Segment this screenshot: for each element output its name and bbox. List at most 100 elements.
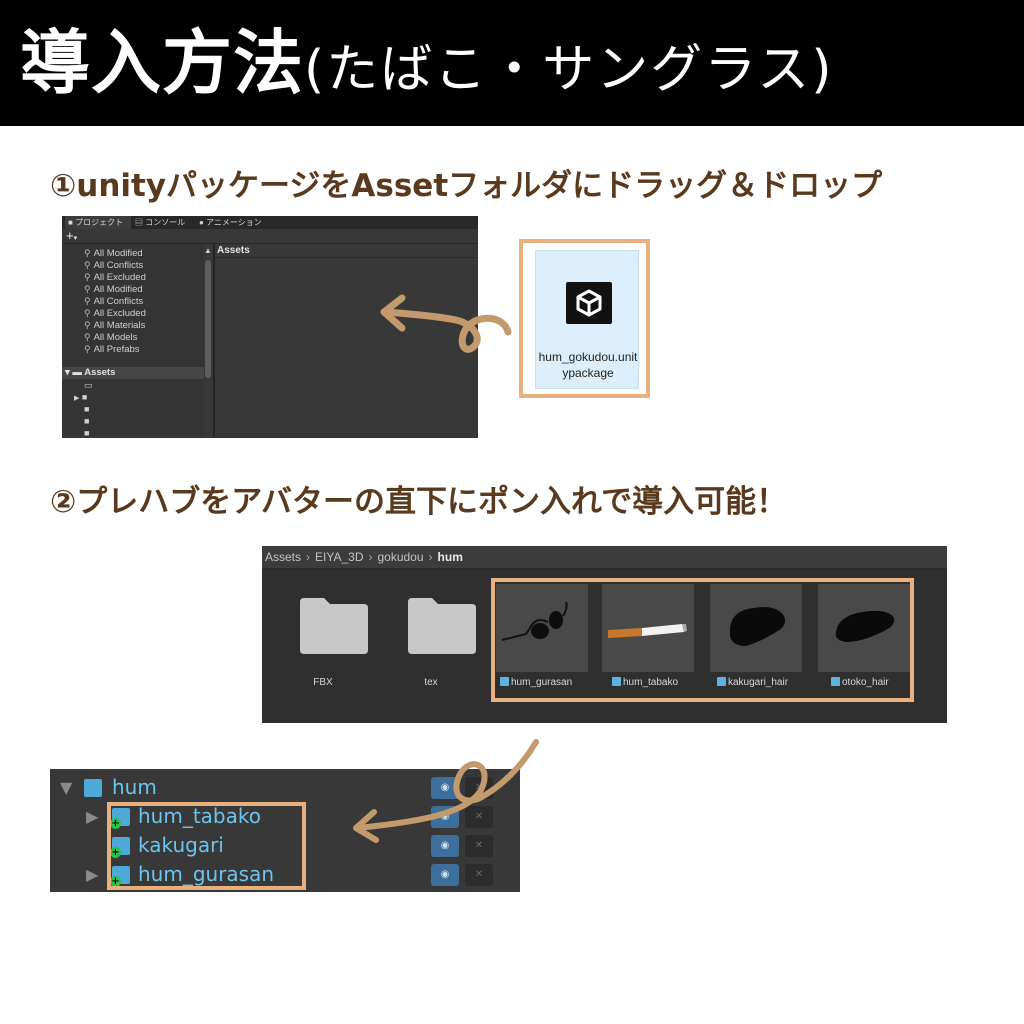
folder-icon[interactable]: ■	[84, 428, 90, 438]
prefab-add-icon: +	[110, 866, 130, 887]
expand-right-icon: ▶	[74, 395, 80, 402]
visibility-toggle[interactable]: ◉	[431, 777, 459, 799]
breadcrumb-hum[interactable]: hum	[437, 550, 463, 564]
breadcrumb-eiya[interactable]: EIYA_3D	[315, 550, 364, 564]
favorite-item[interactable]: ⚲All Modified	[84, 247, 143, 260]
pick-toggle[interactable]: ✕	[465, 864, 493, 886]
breadcrumb-gokudou[interactable]: gokudou	[377, 550, 424, 564]
prefab-label: hum_tabako	[612, 677, 678, 689]
favorite-label: All Excluded	[93, 272, 146, 283]
tab-project[interactable]: ■ プロジェクト	[65, 216, 131, 229]
folder-icon: ■	[81, 392, 88, 402]
chevron-down-icon: ▾	[73, 235, 78, 242]
tab-console[interactable]: ▤ コンソール	[135, 216, 185, 229]
favorite-label: All Models	[93, 332, 138, 343]
hand-icon: ✕	[474, 869, 484, 880]
favorite-item[interactable]: ⚲All Conflicts	[84, 295, 143, 308]
content-header-label: Assets	[217, 245, 250, 256]
prefab-cube-icon	[84, 779, 102, 797]
search-icon: ⚲	[84, 272, 91, 282]
page-title: 導入方法(たばこ・サングラス)	[20, 16, 834, 117]
prefab-otoko-hair[interactable]	[818, 584, 910, 672]
header-banner: 導入方法(たばこ・サングラス)	[0, 0, 1024, 126]
favorite-item[interactable]: ⚲All Excluded	[84, 307, 146, 320]
assets-root-label: Assets	[84, 367, 116, 378]
prefab-cube-icon	[717, 677, 726, 686]
hierarchy-item[interactable]: ▶ + hum_tabako ◉ ✕	[50, 802, 520, 831]
favorite-item[interactable]: ⚲All Modified	[84, 283, 143, 296]
favorite-label: All Prefabs	[93, 344, 140, 355]
folder-open-icon[interactable]: ▭	[84, 380, 93, 390]
unity-logo-icon	[566, 282, 612, 324]
add-button[interactable]: +▾	[66, 229, 77, 246]
folder-fbx[interactable]: FBX	[272, 580, 374, 692]
hierarchy-panel: ▼ hum ◉ ✕ ▶ + hum_tabako ◉ ✕ + kakugari …	[50, 769, 520, 892]
pick-toggle[interactable]: ✕	[465, 806, 493, 828]
eye-icon: ◉	[440, 840, 450, 851]
title-subtitle: (たばこ・サングラス)	[304, 40, 834, 100]
folder-item[interactable]: ▶ ■	[74, 392, 87, 404]
unitypackage-file[interactable]: hum_gokudou.unitypackage	[535, 250, 639, 389]
favorite-label: All Conflicts	[93, 296, 144, 307]
hierarchy-root-label: hum	[112, 775, 157, 799]
hierarchy-item[interactable]: ▶ + hum_gurasan ◉ ✕	[50, 860, 520, 889]
expand-right-icon[interactable]: ▶	[86, 865, 99, 884]
chevron-right-icon: ›	[306, 550, 311, 564]
hand-icon: ✕	[474, 840, 484, 851]
tab-animation[interactable]: ● アニメーション	[199, 216, 262, 229]
expand-down-icon[interactable]: ▼	[60, 778, 73, 797]
step2-heading: ②プレハブをアバターの直下にポン入れで導入可能！	[50, 484, 788, 520]
prefab-cube-icon	[612, 677, 621, 686]
visibility-toggle[interactable]: ◉	[431, 835, 459, 857]
expand-right-icon[interactable]: ▶	[86, 807, 99, 826]
highlight-frame	[491, 578, 914, 702]
folder-icon[interactable]: ■	[84, 404, 90, 414]
folder-icon[interactable]: ■	[84, 416, 90, 426]
breadcrumb-assets[interactable]: Assets	[265, 550, 302, 564]
asset-browser: Assets›EIYA_3D›gokudou›hum FBX tex	[262, 546, 947, 723]
sort-up-icon: ▲	[204, 246, 212, 255]
hierarchy-item-label: hum_gurasan	[138, 862, 275, 886]
prefab-label: hum_gurasan	[500, 677, 572, 689]
drag-arrow-icon	[353, 739, 539, 843]
eye-icon: ◉	[440, 782, 450, 793]
prefab-kakugari-hair[interactable]	[710, 584, 802, 672]
folder-icon: ▬	[72, 367, 82, 378]
scrollbar[interactable]	[205, 260, 211, 378]
favorite-label: All Materials	[93, 320, 146, 331]
prefab-name: hum_tabako	[623, 677, 679, 688]
favorites-pane	[62, 244, 204, 438]
search-icon: ⚲	[84, 332, 91, 342]
hair-thumbnail-icon	[835, 610, 895, 642]
favorite-item[interactable]: ⚲All Prefabs	[84, 343, 140, 356]
favorite-item[interactable]: ⚲All Excluded	[84, 271, 146, 284]
favorite-item[interactable]: ⚲All Conflicts	[84, 259, 143, 272]
folder-icon: ■	[68, 218, 73, 227]
content-header: ▲ Assets	[204, 244, 478, 258]
eye-icon: ◉	[440, 869, 450, 880]
prefab-hum-gurasan[interactable]	[496, 584, 588, 672]
console-icon: ▤	[135, 218, 143, 227]
tab-project-label: プロジェクト	[75, 218, 124, 227]
project-tabbar: ■ プロジェクト ▤ コンソール ● アニメーション	[62, 216, 478, 229]
folder-tex[interactable]: tex	[380, 580, 482, 692]
search-icon: ⚲	[84, 284, 91, 294]
search-icon: ⚲	[84, 308, 91, 318]
folder-label: tex	[424, 677, 438, 688]
prefab-cube-icon	[831, 677, 840, 686]
favorite-label: All Excluded	[93, 308, 146, 319]
pane-divider[interactable]	[213, 244, 215, 438]
assets-root-item[interactable]: ▾ ▬ Assets	[62, 367, 204, 379]
favorite-item[interactable]: ⚲All Materials	[84, 319, 145, 332]
hierarchy-item-label: hum_tabako	[138, 804, 261, 828]
visibility-toggle[interactable]: ◉	[431, 864, 459, 886]
chevron-right-icon: ›	[428, 550, 433, 564]
folder-icon	[408, 598, 476, 654]
prefab-name: kakugari_hair	[728, 677, 789, 688]
search-icon: ⚲	[84, 260, 91, 270]
folder-icon	[300, 598, 368, 654]
hierarchy-item[interactable]: + kakugari ◉ ✕	[50, 831, 520, 860]
pick-toggle[interactable]: ✕	[465, 835, 493, 857]
favorite-item[interactable]: ⚲All Models	[84, 331, 137, 344]
prefab-hum-tabako[interactable]	[602, 584, 694, 672]
